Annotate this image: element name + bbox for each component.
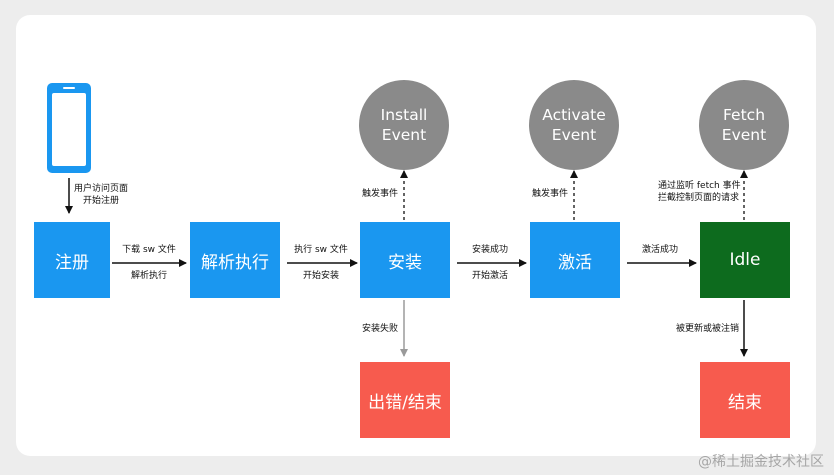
node-idle: Idle — [700, 222, 790, 298]
node-parse: 解析执行 — [190, 222, 280, 298]
label-start-install: 开始安装 — [302, 271, 339, 281]
activate-event-line2: Event — [551, 126, 597, 144]
node-activate: 激活 — [530, 222, 620, 298]
install-event-line2: Event — [381, 126, 427, 144]
label-fetch-listen: 通过监听 fetch 事件 拦截控制页面的请求 — [658, 181, 741, 203]
label-replaced: 被更新或被注销 — [676, 324, 740, 334]
label-activate-ok: 激活成功 — [641, 245, 678, 255]
label-activate-trigger: 触发事件 — [532, 189, 569, 199]
fetch-event-line1: Fetch — [722, 106, 766, 124]
label-download: 下载 sw 文件 — [122, 245, 176, 255]
label-install-ok: 安装成功 — [471, 245, 508, 255]
node-install: 安装 — [360, 222, 450, 298]
watermark: @稀土掘金技术社区 — [698, 454, 824, 470]
fetch-event-line2: Event — [721, 126, 767, 144]
fetch-event-circle: Fetch Event — [699, 80, 789, 170]
label-user-visit: 用户访问页面 开始注册 — [74, 184, 129, 206]
phone-icon — [47, 83, 91, 173]
activate-event-line1: Activate — [542, 106, 606, 124]
label-install-fail: 安装失败 — [362, 324, 399, 334]
label-download-parse: 解析执行 — [130, 271, 167, 281]
label-start-activate: 开始激活 — [471, 271, 508, 281]
node-error-end: 出错/结束 — [360, 362, 450, 438]
label-exec: 执行 sw 文件 — [294, 245, 348, 255]
activate-event-circle: Activate Event — [529, 80, 619, 170]
install-event-circle: Install Event — [359, 80, 449, 170]
label-install-trigger: 触发事件 — [362, 189, 399, 199]
node-end: 结束 — [700, 362, 790, 438]
install-event-line1: Install — [380, 106, 428, 124]
node-register: 注册 — [34, 222, 110, 298]
